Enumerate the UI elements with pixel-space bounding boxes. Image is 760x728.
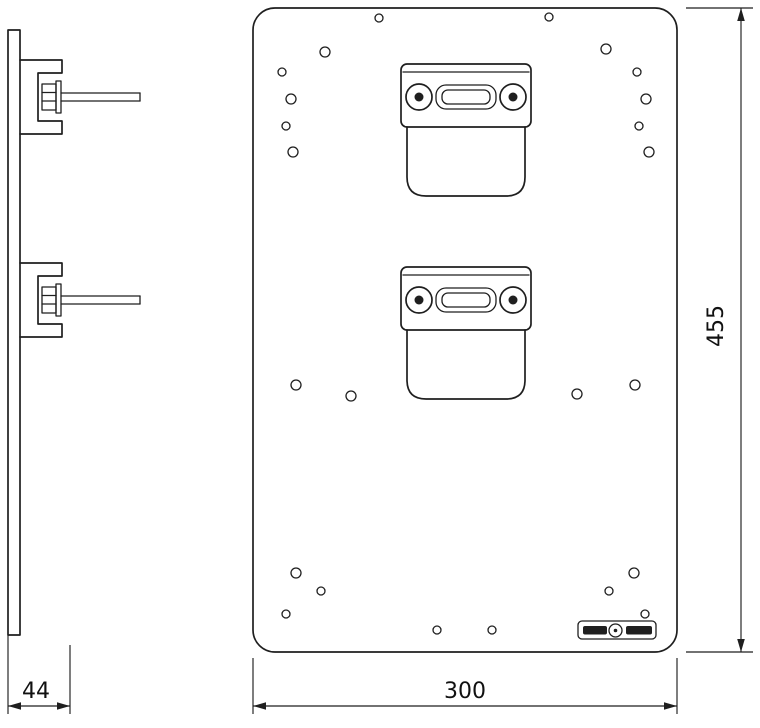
hole: [319, 46, 331, 58]
side-view: [7, 29, 141, 636]
brand-ring-dot: [613, 628, 618, 633]
hole: [316, 586, 326, 596]
brand-ring-icon: [608, 623, 623, 638]
hole: [544, 12, 554, 22]
plate-outline: [252, 7, 678, 653]
keyhole-bracket-bottom: [400, 266, 532, 400]
hole: [571, 388, 583, 400]
hole: [281, 609, 291, 619]
front-view: [252, 7, 678, 653]
hole: [600, 43, 612, 55]
dimension-plate-width: 300: [252, 658, 678, 714]
hole: [277, 67, 287, 77]
hole: [290, 567, 302, 579]
hole: [285, 93, 297, 105]
arrowhead-left: [253, 702, 266, 710]
hole: [374, 13, 384, 23]
mounting-holes: [277, 12, 655, 635]
brand-wordmark-right: [626, 626, 652, 635]
arrowhead-left: [8, 702, 21, 710]
hole: [432, 625, 442, 635]
brand-wordmark-left: [583, 626, 607, 635]
hole: [629, 379, 641, 391]
dimension-height-label: 455: [704, 305, 729, 347]
hole: [487, 625, 497, 635]
hole: [604, 586, 614, 596]
dimension-width-label: 300: [444, 679, 486, 704]
brand-badge-frame: [577, 620, 657, 640]
hole: [628, 567, 640, 579]
brand-badge: [577, 620, 657, 640]
hook-bracket-top: [19, 59, 141, 135]
hole: [290, 379, 302, 391]
arrowhead-down: [737, 639, 745, 652]
hole: [643, 146, 655, 158]
hole: [281, 121, 291, 131]
dimension-depth-label: 44: [22, 679, 50, 704]
hole: [640, 93, 652, 105]
side-plate-profile: [7, 29, 21, 636]
hole: [345, 390, 357, 402]
hole: [634, 121, 644, 131]
hole: [632, 67, 642, 77]
arrowhead-up: [737, 8, 745, 21]
hole: [640, 609, 650, 619]
keyhole-bracket-top: [400, 63, 532, 197]
dimension-plate-height: 455: [686, 7, 753, 653]
arrowhead-right: [664, 702, 677, 710]
arrowhead-right: [57, 702, 70, 710]
hook-bracket-bottom: [19, 262, 141, 338]
dimension-bracket-depth: 44: [7, 635, 71, 714]
hole: [287, 146, 299, 158]
